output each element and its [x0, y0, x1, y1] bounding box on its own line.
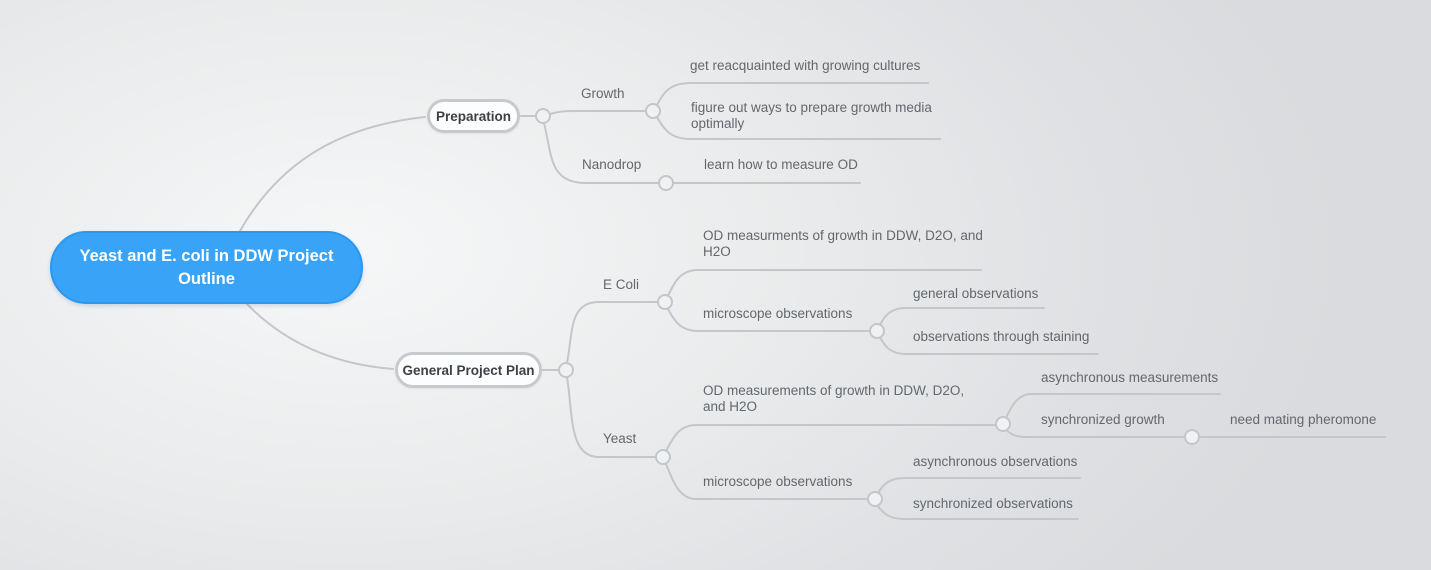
- node-get-reacquainted[interactable]: get reacquainted with growing cultures: [690, 58, 921, 73]
- edge-ecoli-microscope: [667, 308, 871, 332]
- toggle-yeast-icon[interactable]: [655, 449, 671, 465]
- node-observations-through-staining[interactable]: observations through staining: [913, 329, 1090, 344]
- node-root[interactable]: Yeast and E. coli in DDW Project Outline: [50, 231, 363, 304]
- node-asynchronous-measurements[interactable]: asynchronous measurements: [1041, 370, 1219, 385]
- edge-root-preparation: [239, 116, 426, 232]
- node-figure-out-growth-media[interactable]: figure out ways to prepare growth media …: [691, 100, 932, 131]
- edge-preparation-growth: [549, 110, 647, 115]
- edge-yeast-od-measurements: [665, 424, 997, 452]
- edge-root-general-project-plan: [246, 303, 394, 370]
- edge-growth-figure-out: [656, 116, 941, 140]
- node-yeast[interactable]: Yeast: [603, 431, 637, 446]
- node-yeast-od-measurements[interactable]: OD measurements of growth in DDW, D2O, a…: [703, 383, 965, 414]
- node-ecoli-od-measurments[interactable]: OD measurments of growth in DDW, D2O, an…: [703, 228, 983, 259]
- node-growth[interactable]: Growth: [581, 86, 625, 101]
- toggle-ecoli-microscope-icon[interactable]: [869, 323, 885, 339]
- edge-od-asynchronous-measurements: [1005, 393, 1221, 419]
- edge-yeast-microscope: [665, 463, 869, 500]
- node-general-project-plan[interactable]: General Project Plan: [395, 352, 542, 388]
- toggle-growth-icon[interactable]: [645, 103, 661, 119]
- edge-microscope-staining: [879, 336, 1099, 355]
- edge-microscope-asynchronous-observations: [877, 477, 1081, 494]
- edge-general-yeast: [566, 376, 657, 458]
- node-nanodrop[interactable]: Nanodrop: [582, 157, 642, 172]
- edge-ecoli-od-measurments: [667, 269, 982, 297]
- toggle-ecoli-icon[interactable]: [657, 294, 673, 310]
- node-learn-measure-od[interactable]: learn how to measure OD: [704, 157, 858, 172]
- toggle-yeast-microscope-icon[interactable]: [867, 491, 883, 507]
- edge-growth-get-reacquainted: [656, 82, 929, 106]
- node-ecoli-microscope-observations[interactable]: microscope observations: [703, 306, 853, 321]
- node-asynchronous-observations[interactable]: asynchronous observations: [913, 454, 1078, 469]
- edge-od-synchronized-growth: [1005, 429, 1186, 438]
- edge-general-ecoli: [566, 301, 659, 364]
- edge-microscope-general-observations: [879, 307, 1045, 326]
- node-general-observations[interactable]: general observations: [913, 286, 1039, 301]
- node-synchronized-growth[interactable]: synchronized growth: [1041, 412, 1165, 427]
- toggle-preparation-icon[interactable]: [535, 108, 551, 124]
- node-need-mating-pheromone[interactable]: need mating pheromone: [1230, 412, 1377, 427]
- edge-preparation-nanodrop: [543, 122, 660, 184]
- edge-microscope-synchronized-observations: [877, 505, 1079, 520]
- node-yeast-microscope-observations[interactable]: microscope observations: [703, 474, 853, 489]
- toggle-general-project-plan-icon[interactable]: [558, 362, 574, 378]
- toggle-synchronized-growth-icon[interactable]: [1184, 429, 1200, 445]
- toggle-nanodrop-icon[interactable]: [658, 175, 674, 191]
- toggle-yeast-od-icon[interactable]: [995, 416, 1011, 432]
- node-synchronized-observations[interactable]: synchronized observations: [913, 496, 1073, 511]
- node-ecoli[interactable]: E Coli: [603, 277, 640, 292]
- node-preparation[interactable]: Preparation: [427, 99, 520, 133]
